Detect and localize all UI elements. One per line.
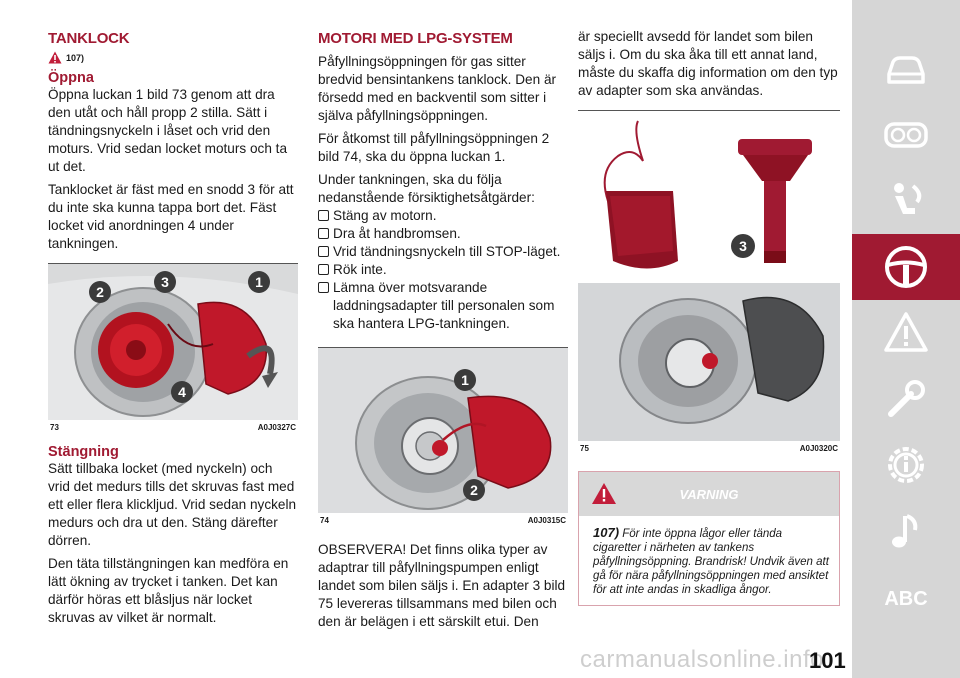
- warning-box: VARNING 107) För inte öppna lågor eller …: [578, 471, 840, 606]
- note-reference: 107): [48, 51, 298, 64]
- gear-info-icon: [888, 447, 924, 483]
- svg-text:3: 3: [739, 238, 747, 254]
- figure-caption: 75 A0J0320C: [578, 444, 840, 453]
- callout-2: 2: [463, 479, 485, 501]
- column-left: TANKLOCK 107) Öppna Öppna luckan 1 bild …: [48, 30, 298, 632]
- sidebar-item-safety[interactable]: [852, 168, 960, 234]
- svg-text:4: 4: [178, 384, 186, 400]
- seat-airbag-icon: [894, 183, 922, 214]
- music-note-icon: [892, 514, 918, 548]
- figure-75: 3 75 A0J0320C: [578, 110, 840, 453]
- checkbox-icon: [318, 228, 329, 239]
- list-item: Vrid tändningsnyckeln till STOP-läget.: [318, 243, 568, 261]
- sidebar-item-car[interactable]: [852, 36, 960, 102]
- section-title-tanklock: TANKLOCK: [48, 30, 130, 47]
- sidebar-item-driving[interactable]: [852, 234, 960, 300]
- paragraph-observera: OBSERVERA! Det finns olika typer av adap…: [318, 542, 566, 629]
- dashboard-icon: [884, 122, 928, 148]
- figure-number: 75: [580, 444, 589, 453]
- figure-74: 1 2 74 A0J0315C: [318, 347, 568, 525]
- figure-number: 74: [320, 516, 329, 525]
- svg-text:2: 2: [96, 284, 104, 300]
- checkbox-icon: [318, 246, 329, 257]
- checkbox-icon: [318, 264, 329, 275]
- precaution-list: Stäng av motorn. Dra åt handbromsen. Vri…: [318, 207, 568, 333]
- watermark: carmanualsonline.info: [580, 646, 824, 673]
- section-title-lpg: MOTORI MED LPG-SYSTEM: [318, 30, 513, 47]
- car-icon: [887, 56, 925, 84]
- warning-body: 107) För inte öppna lågor eller tända ci…: [579, 516, 839, 605]
- figure-code: A0J0327C: [257, 423, 296, 432]
- svg-text:2: 2: [470, 482, 478, 498]
- warning-number: 107): [593, 525, 620, 540]
- warning-triangle-icon: [48, 51, 62, 64]
- wrench-icon: [888, 380, 925, 417]
- callout-1: 1: [248, 271, 270, 293]
- figure-caption: 73 A0J0327C: [48, 423, 298, 432]
- list-item: Dra åt handbromsen.: [318, 225, 568, 243]
- callout-3: 3: [731, 234, 755, 258]
- svg-text:3: 3: [161, 274, 169, 290]
- sidebar-item-emergency[interactable]: [852, 366, 960, 432]
- sidebar-item-index[interactable]: ABC: [852, 566, 960, 632]
- callout-4: 4: [171, 381, 193, 403]
- sidebar-item-warnings[interactable]: [852, 300, 960, 366]
- warning-header: VARNING: [579, 472, 839, 516]
- note-reference-number: 107): [66, 52, 85, 63]
- checkbox-icon: [318, 210, 329, 221]
- paragraph-close-1: Sätt tillbaka locket (med nyckeln) och v…: [48, 461, 297, 548]
- warning-triangle-icon: [884, 312, 928, 352]
- figure-73: 1 2 3 4 73 A0J0327C: [48, 263, 298, 432]
- svg-text:1: 1: [255, 274, 263, 290]
- sidebar-item-dashboard[interactable]: [852, 102, 960, 168]
- figure-number: 73: [50, 423, 59, 432]
- steering-wheel-icon: [885, 246, 927, 288]
- callout-2: 2: [89, 281, 111, 303]
- callout-1: 1: [454, 369, 476, 391]
- column-middle: MOTORI MED LPG-SYSTEM Påfyllningsöppning…: [318, 30, 568, 636]
- paragraph-open-2: Tanklocket är fäst med en snodd 3 för at…: [48, 182, 294, 251]
- checkbox-icon: [318, 282, 329, 293]
- sidebar-item-maintenance[interactable]: [852, 432, 960, 498]
- subsection-title-open: Öppna: [48, 70, 94, 86]
- fuel-cap-illustration: 1 2 3 4: [48, 264, 298, 420]
- list-item: Rök inte.: [318, 261, 568, 279]
- chapter-sidebar: ABC: [852, 0, 960, 678]
- paragraph-open-1: Öppna luckan 1 bild 73 genom att dra den…: [48, 87, 287, 174]
- sidebar-item-multimedia[interactable]: [852, 498, 960, 564]
- abc-label: ABC: [884, 587, 928, 610]
- list-item: Lämna över motsvarande laddningsadapter …: [318, 279, 568, 333]
- warning-triangle-icon: [592, 483, 616, 504]
- paragraph-adapter: är speciellt avsedd för landet som bilen…: [578, 29, 838, 98]
- paragraph-lpg-1: Påfyllningsöppningen för gas sitter bred…: [318, 54, 557, 123]
- page-number: 101: [809, 648, 846, 673]
- figure-code: A0J0320C: [799, 444, 838, 453]
- paragraph-lpg-3: Under tankningen, ska du följa nedanståe…: [318, 172, 535, 205]
- warning-title: VARNING: [679, 486, 739, 502]
- list-item: Stäng av motorn.: [318, 207, 568, 225]
- paragraph-lpg-2: För åtkomst till påfyllningsöppningen 2 …: [318, 131, 550, 164]
- figure-code: A0J0315C: [527, 516, 566, 525]
- lpg-adapter-illustration: 3: [578, 111, 840, 441]
- paragraph-close-2: Den täta tillstängningen kan medföra en …: [48, 556, 289, 625]
- lpg-filler-illustration: 1 2: [318, 348, 568, 513]
- subsection-title-close: Stängning: [48, 444, 119, 460]
- column-right: är speciellt avsedd för landet som bilen…: [578, 28, 840, 606]
- svg-text:1: 1: [461, 372, 469, 388]
- figure-caption: 74 A0J0315C: [318, 516, 568, 525]
- warning-text: För inte öppna lågor eller tända cigaret…: [593, 528, 829, 596]
- callout-3: 3: [154, 271, 176, 293]
